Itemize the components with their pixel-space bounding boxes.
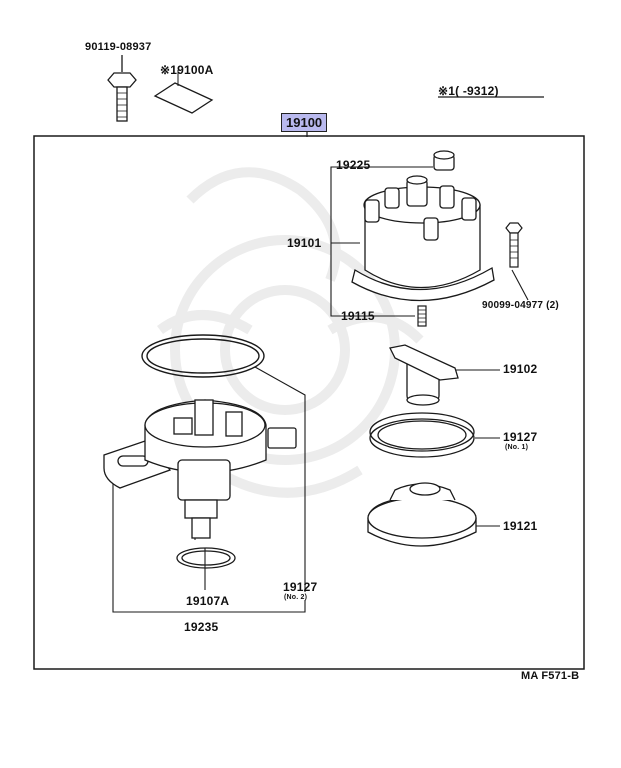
part-label-19127-no1[interactable]: 19127 (503, 430, 538, 444)
cap-19225-icon (433, 150, 455, 171)
ring-19127-no1-icon (369, 412, 475, 458)
rotor-19102-icon (389, 344, 459, 406)
part-label-19225[interactable]: 19225 (336, 158, 371, 172)
part-label-19127-no2[interactable]: 19127 (283, 580, 318, 594)
note-label: ※1( -9312) (438, 84, 499, 98)
part-label-19100a[interactable]: ※19100A (160, 63, 214, 77)
distributor-cap-icon (351, 175, 495, 302)
part-label-19235[interactable]: 19235 (184, 620, 219, 634)
bolt-90119-icon (107, 55, 137, 122)
distributor-housing-icon (103, 399, 297, 539)
cover-19121-icon (367, 482, 477, 547)
part-label-19101[interactable]: 19101 (287, 236, 322, 250)
callout-lines (112, 166, 529, 613)
part-label-90119[interactable]: 90119-08937 (85, 41, 152, 53)
drawing-code: MA F571-B (521, 670, 580, 682)
spring-19115-icon (417, 305, 427, 327)
part-sub-19127-no1: (No. 1) (505, 444, 529, 451)
o-ring-small-icon (176, 547, 236, 569)
label-sheet-icon (153, 70, 214, 114)
o-ring-large-icon (141, 334, 265, 378)
part-label-90099[interactable]: 90099-04977 (2) (482, 300, 559, 311)
assembly-frame (33, 135, 585, 670)
part-label-19107a[interactable]: 19107A (186, 594, 230, 608)
part-label-19102[interactable]: 19102 (503, 362, 538, 376)
part-label-19115[interactable]: 19115 (341, 309, 375, 323)
bolt-90099-icon (505, 222, 523, 268)
part-sub-19127-no2: (No. 2) (284, 594, 308, 601)
main-assembly-label[interactable]: 19100 (281, 113, 328, 132)
part-label-19121[interactable]: 19121 (503, 519, 538, 533)
